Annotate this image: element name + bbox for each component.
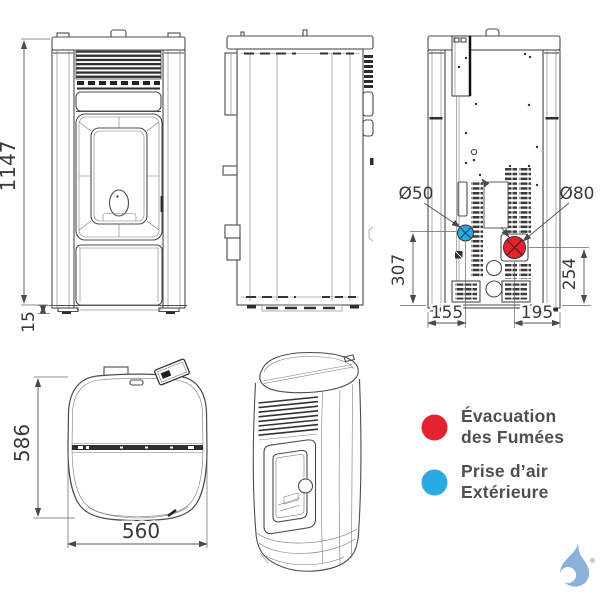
front-door-handle (108, 189, 130, 217)
top-control-panel (154, 358, 190, 386)
rear-callout (481, 178, 510, 238)
dim-depth: 586 (10, 424, 34, 462)
rear-screws (464, 52, 539, 187)
rear-air-inlet (457, 224, 474, 242)
rear-top-cap (427, 35, 561, 51)
legend-air-line2: Extérieure (461, 482, 549, 502)
legend-smoke-line1: Évacuation (461, 406, 557, 426)
rear-vent-right-2 (519, 167, 531, 233)
side-body (236, 48, 364, 306)
smoke-color-dot (421, 414, 448, 440)
dim-flue-diameter: Ø80 (559, 184, 594, 204)
perspective-door (263, 439, 317, 535)
front-top-cap (51, 36, 186, 51)
perspective-door-handle (297, 478, 314, 494)
front-right-column (162, 49, 186, 309)
rear-flue-outlet (500, 233, 529, 262)
rear-dimensions: Ø50 Ø80 307 254 155 195 (389, 184, 595, 328)
dim-air-offset: 155 (431, 303, 463, 323)
dim-width: 560 (122, 519, 160, 543)
perspective-louvers (258, 396, 319, 436)
legend-smoke-line2: des Fumées (461, 427, 565, 447)
dim-overall-height: 1147 (0, 141, 20, 192)
side-view (222, 29, 374, 312)
top-view-dimensions: 586 560 (10, 376, 208, 548)
legend-item-smoke: Évacuation des Fumées (421, 406, 564, 448)
front-air-grille (75, 50, 162, 80)
front-door-latch (160, 196, 164, 212)
perspective-view (252, 351, 362, 572)
front-feet (57, 307, 180, 313)
registered-mark: ® (589, 557, 596, 565)
dim-base-height: 15 (19, 311, 39, 333)
dim-flue-height: 254 (560, 258, 580, 290)
dim-air-diameter: Ø50 (398, 184, 433, 204)
rear-slot (457, 181, 468, 217)
dim-flue-offset: 195 (521, 303, 553, 323)
rear-bottom-vents (451, 280, 531, 303)
rear-vent-left (471, 180, 483, 278)
dim-air-height: 307 (389, 254, 409, 286)
top-view (67, 358, 208, 522)
side-front-louvers (364, 55, 373, 88)
brand-drop-logo: ® (560, 543, 596, 587)
rear-flue-channel (451, 35, 472, 97)
front-dimensions: 1147 15 (0, 38, 56, 333)
front-door (75, 113, 164, 241)
legend-item-air: Prise d’air Extérieure (421, 461, 549, 503)
front-left-column (51, 49, 75, 309)
front-view (50, 29, 187, 314)
top-seam-band (72, 445, 203, 450)
front-lower-panel (75, 244, 163, 306)
air-color-dot (421, 469, 448, 495)
legend-air-line1: Prise d’air (461, 461, 548, 481)
rear-view (427, 28, 561, 312)
